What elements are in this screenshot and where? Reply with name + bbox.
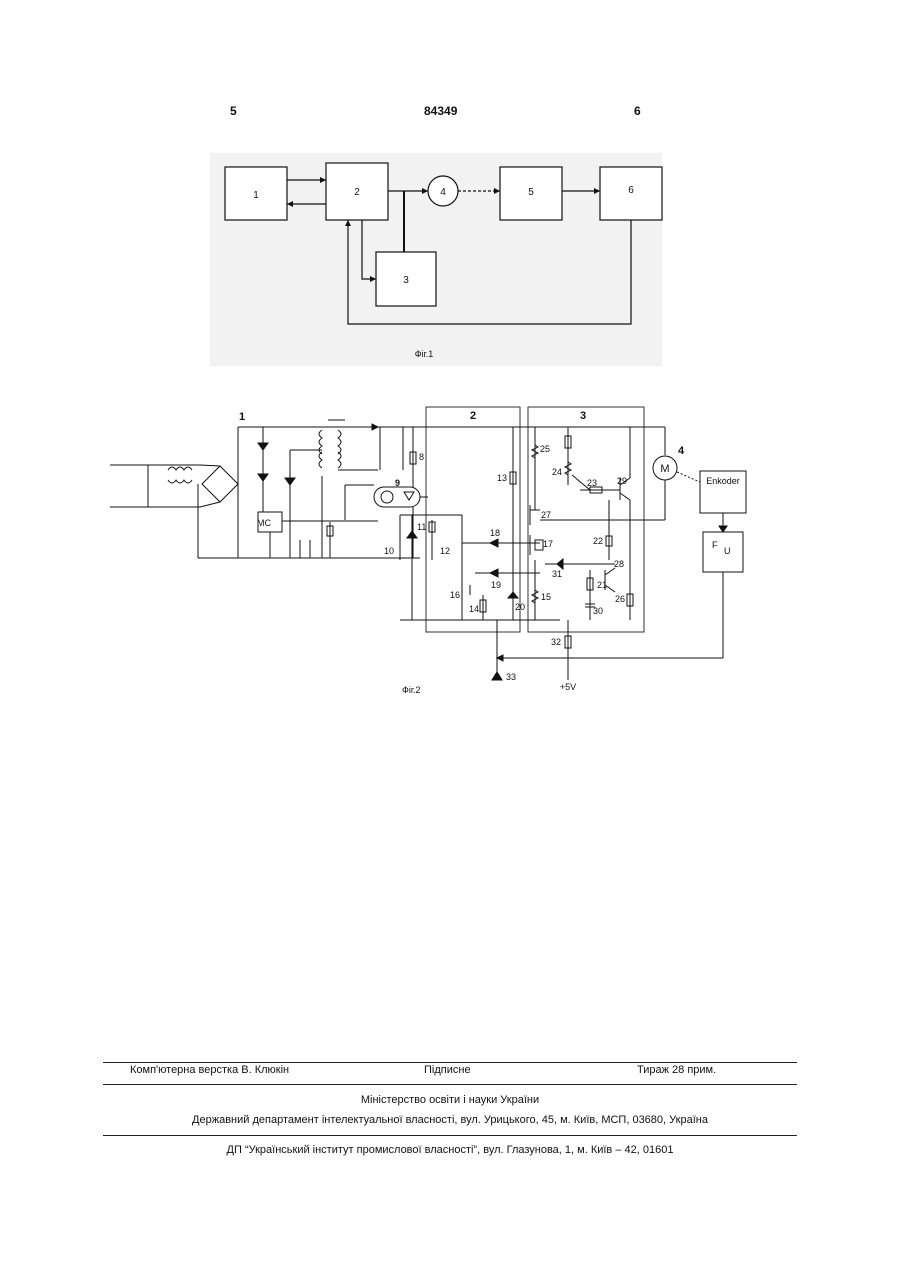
fig1-caption: Фіг.1 <box>415 349 434 359</box>
fig2-caption: Фіг.2 <box>402 685 421 695</box>
fig2-module-2-frame <box>426 407 520 632</box>
comp-label-27: 27 <box>541 510 551 520</box>
footer-rule-top <box>103 1062 797 1063</box>
comp-label-17: 17 <box>543 539 553 549</box>
comp-label-25: 25 <box>540 444 550 454</box>
fig2-module-3-label: 3 <box>580 410 586 422</box>
comp-label-10: 10 <box>384 546 394 556</box>
fig1-label-3: 3 <box>403 275 409 286</box>
comp-label-29: 29 <box>617 476 627 486</box>
fig2-supply-label: +5V <box>560 682 576 692</box>
footer-rule-bottom <box>103 1135 797 1136</box>
comp-label-9: 9 <box>395 478 400 488</box>
comp-label-8: 8 <box>419 452 424 462</box>
comp-label-28: 28 <box>614 559 624 569</box>
footer-rule-middle <box>103 1084 797 1085</box>
comp-label-11: 11 <box>417 522 426 532</box>
fig1-label-6: 6 <box>628 185 634 196</box>
comp-label-32: 32 <box>551 637 561 647</box>
fig2-encoder-label: Enkoder <box>706 476 740 486</box>
fig2-fu-f: F <box>712 540 718 550</box>
comp-label-22: 22 <box>593 536 603 546</box>
footer-institute: ДП “Український інститут промислової вла… <box>103 1144 797 1156</box>
footer-circulation: Тираж 28 прим. <box>637 1064 716 1076</box>
fig1-label-5: 5 <box>528 187 534 198</box>
figure-2-schematic: 1 2 3 4 5 6 <box>110 407 746 695</box>
comp-label-19: 19 <box>491 580 501 590</box>
comp-label-24: 24 <box>552 467 562 477</box>
comp-label-33: 33 <box>506 672 516 682</box>
footer-department: Державний департамент інтелектуальної вл… <box>103 1114 797 1126</box>
fig2-module-1-label: 1 <box>239 411 245 423</box>
footer-ministry: Міністерство освіти і науки України <box>103 1094 797 1106</box>
fig1-label-4: 4 <box>440 187 446 198</box>
comp-label-26: 26 <box>615 594 625 604</box>
comp-label-13: 13 <box>497 473 507 483</box>
comp-label-23: 23 <box>587 478 597 488</box>
comp-label-15: 15 <box>541 592 551 602</box>
fig1-label-2: 2 <box>354 187 360 198</box>
comp-label-14: 14 <box>469 604 479 614</box>
comp-label-30: 30 <box>593 606 603 616</box>
fig2-module-2-label: 2 <box>470 410 476 422</box>
comp-label-16: 16 <box>450 590 460 600</box>
comp-label-21: 21 <box>597 580 607 590</box>
fig2-component-labels: 8 9 10 11 12 13 14 15 16 17 18 19 20 21 … <box>384 444 627 682</box>
comp-label-18: 18 <box>490 528 500 538</box>
footer-signed: Підписне <box>424 1064 471 1076</box>
fig2-motor-label: M <box>660 463 669 475</box>
footer-layout-credit: Комп'ютерна верстка В. Клюкін <box>130 1064 289 1076</box>
comp-label-20: 20 <box>515 602 525 612</box>
fig2-mc-label: MC <box>257 518 271 528</box>
comp-label-12: 12 <box>440 546 450 556</box>
fig1-label-1: 1 <box>253 190 259 201</box>
fig2-fu-u: U <box>724 546 731 556</box>
fig2-module-4-label: 4 <box>678 445 685 457</box>
comp-label-31: 31 <box>552 569 562 579</box>
